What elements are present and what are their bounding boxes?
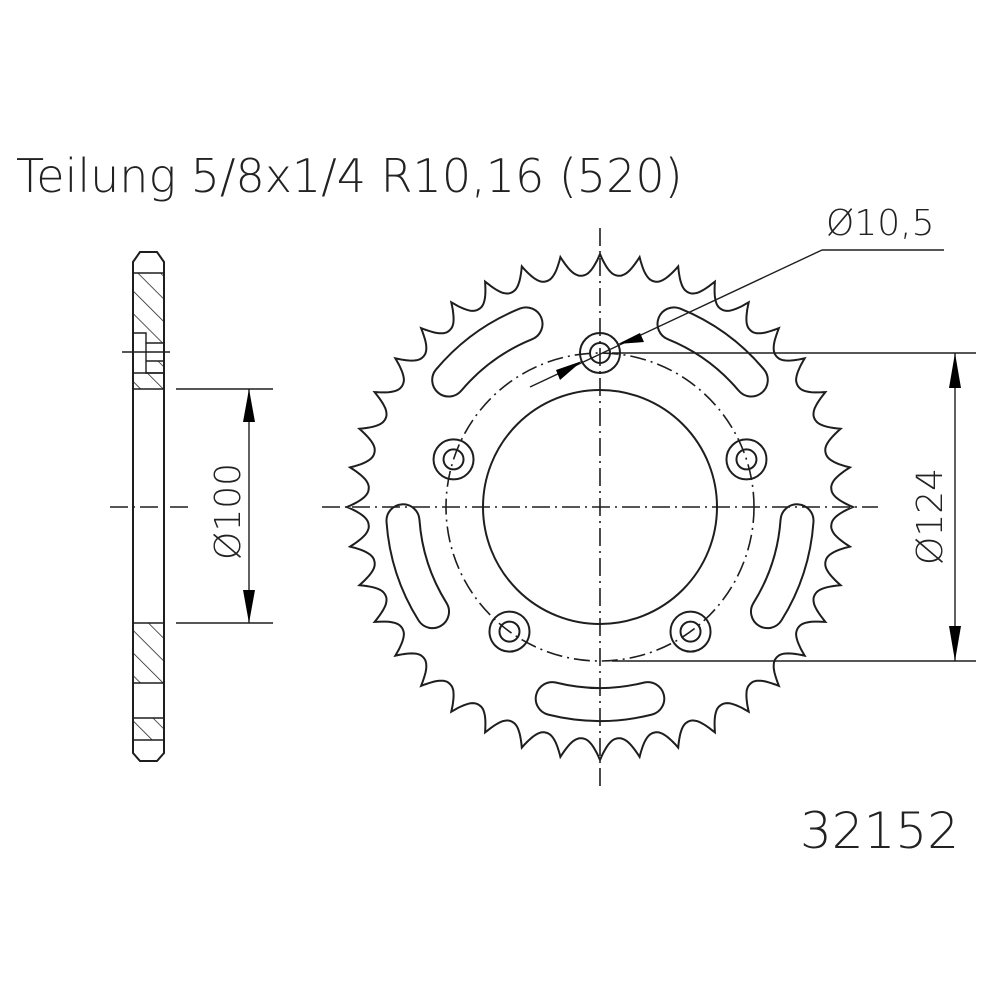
sprocket-front-view <box>322 228 878 790</box>
bore-dimension: Ø100 <box>176 388 273 624</box>
lightening-slot <box>534 681 666 722</box>
lightening-slot <box>750 503 815 630</box>
sprocket-teeth-outline <box>344 251 856 763</box>
bolt-hole-dimension: Ø10,5 <box>529 203 944 388</box>
lightening-slots <box>385 306 815 722</box>
bolt-circle-diameter-label: Ø124 <box>910 468 951 565</box>
tooth-bottom-chamfer <box>132 740 165 762</box>
tooth-top-chamfer <box>132 251 165 273</box>
bolt-hole <box>725 438 768 481</box>
bolt-hole <box>432 438 475 481</box>
lower-hatch <box>133 623 164 683</box>
lower-hatch-2 <box>133 718 164 740</box>
part-number: 32152 <box>800 802 959 860</box>
bolt-hole <box>669 610 712 653</box>
lightening-slot <box>385 503 450 630</box>
bolt-circle-dimension: Ø124 <box>612 352 976 662</box>
bolt-hole-diameter-label: Ø10,5 <box>826 203 935 244</box>
side-section-view <box>110 251 190 762</box>
bore-diameter-label: Ø100 <box>208 463 249 560</box>
lightening-slot <box>656 306 769 398</box>
bolt-hole <box>488 610 531 653</box>
lightening-slot <box>431 306 544 398</box>
drawing-title: Teilung 5/8x1/4 R10,16 (520) <box>16 149 683 203</box>
